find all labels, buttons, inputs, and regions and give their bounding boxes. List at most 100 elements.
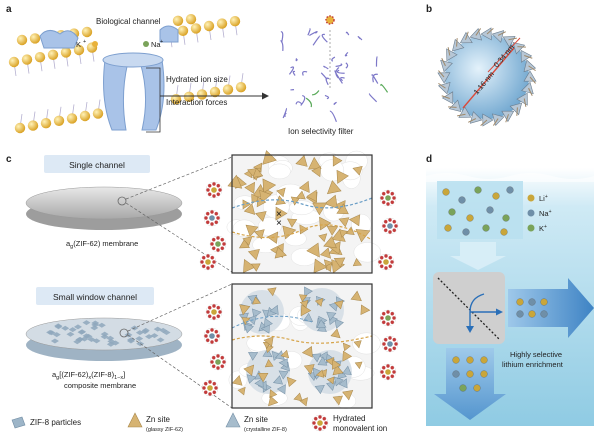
zn-site: [255, 211, 267, 222]
small-window-title: Small window channel: [53, 292, 137, 302]
crystalline-zn-site-icon: [225, 412, 241, 428]
water-molecule: [212, 356, 216, 360]
cage-node: [480, 27, 492, 41]
hydrated-ion-icon: [311, 414, 329, 432]
hydrated-ion-size-text: Hydrated ion size: [166, 75, 228, 84]
water-molecule: [380, 256, 384, 260]
rejected-ion: [516, 298, 524, 306]
zn-site: [312, 202, 328, 216]
legend-k-text: K+: [539, 224, 547, 233]
cage-linker: [438, 82, 446, 89]
water-molecule: [378, 260, 382, 264]
panel-c-label: c: [6, 154, 12, 165]
biological-channel-protein: [39, 25, 179, 131]
zn-site: [295, 155, 308, 167]
cage-linker: [441, 95, 450, 99]
water-molecule: [220, 364, 224, 368]
disc-flake: [100, 334, 109, 340]
legend-na-text: Na+: [539, 209, 552, 218]
water-molecule: [380, 196, 384, 200]
flow-right-head: [496, 308, 503, 316]
panel-d-label: d: [426, 154, 432, 165]
water-molecule: [208, 314, 212, 318]
zn-site: [244, 181, 255, 194]
zn-site: [306, 189, 317, 202]
water-molecule: [394, 342, 398, 346]
feed-ion: [458, 196, 466, 204]
zn-site: [324, 194, 338, 209]
water-molecule: [210, 210, 214, 214]
zn-site: [341, 365, 352, 376]
feed-ion: [506, 186, 514, 194]
water-molecule: [386, 310, 390, 314]
water-molecule: [390, 260, 394, 264]
feed-ion: [448, 208, 456, 216]
water-molecule: [220, 246, 224, 250]
ion-core: [215, 359, 221, 365]
ion-core: [387, 223, 393, 229]
legend-na-marker: [527, 209, 535, 217]
zn-site: [319, 216, 332, 231]
lipid-head: [21, 54, 33, 65]
protein-ribbon: [282, 107, 288, 119]
water-molecule: [388, 264, 392, 268]
protein-ribbon: [340, 77, 345, 82]
zn-site: [282, 225, 297, 240]
filter-caption: Ion selectivity filter: [288, 127, 354, 136]
disc-flake: [100, 331, 109, 337]
water-molecule: [214, 338, 218, 342]
feed-ion: [502, 214, 510, 222]
protein-ribbon: [321, 33, 328, 43]
lipid-head: [185, 14, 197, 25]
zn-site: [315, 369, 325, 378]
disc-flake: [82, 320, 91, 326]
zn-site: [243, 203, 256, 215]
lipid-head: [177, 25, 189, 36]
water-molecule: [214, 386, 218, 390]
protein-ribbon: [311, 90, 320, 96]
legend-zn-glassy-text: Zn site: [146, 415, 171, 424]
lipid-head: [190, 23, 202, 34]
zn-site: [269, 304, 279, 316]
zn-site: [303, 364, 315, 375]
disc-flake: [47, 330, 56, 336]
water-molecule: [380, 316, 384, 320]
rejected-ion: [528, 310, 536, 318]
disc-flake: [126, 338, 135, 344]
feed-down-arrow: [450, 242, 506, 270]
pointer-arrowhead: [262, 92, 269, 100]
legend-li-marker: [527, 194, 535, 202]
membrane-block: [433, 272, 505, 344]
zn-site: [332, 155, 343, 167]
disc-flake: [54, 324, 63, 330]
k-ion-charge: +: [83, 39, 86, 45]
protein-ribbon: [307, 28, 311, 36]
cage-linker: [516, 107, 518, 116]
zn-site: [269, 389, 278, 399]
composite-channel-zoom-box: [228, 284, 381, 409]
water-molecule: [324, 421, 328, 425]
disc-flake: [66, 331, 75, 337]
lipid-head: [60, 47, 72, 58]
panel-b-label: b: [426, 4, 432, 15]
water-molecule: [212, 238, 216, 242]
water-molecule: [386, 322, 390, 326]
rejected-ion: [516, 310, 524, 318]
water-molecule: [210, 256, 214, 260]
water-molecule: [386, 190, 390, 194]
ion-core: [209, 215, 215, 221]
ion-core: [205, 259, 211, 265]
protein-ribbon: [295, 58, 298, 62]
cage-linker: [505, 114, 509, 123]
water-molecule: [392, 196, 396, 200]
water-molecule: [384, 254, 388, 258]
water-molecule: [392, 220, 396, 224]
zn-site: [231, 374, 243, 386]
single-channel-box: [44, 155, 150, 173]
zn-site: [318, 233, 328, 243]
disc-flake: [61, 325, 70, 331]
zif8-particle-icon: [11, 416, 26, 429]
water-molecule: [208, 392, 212, 396]
enrichment-caption-2: lithium enrichment: [502, 360, 564, 369]
water-molecule: [212, 382, 216, 386]
